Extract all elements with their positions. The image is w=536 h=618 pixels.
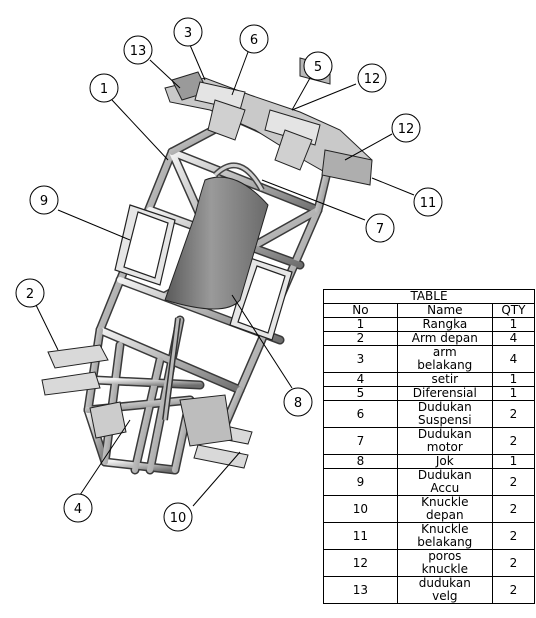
callout-6: 6 xyxy=(239,24,269,54)
cell-no: 5 xyxy=(323,386,398,401)
cell-qty: 4 xyxy=(491,331,536,346)
cell-no: 1 xyxy=(323,317,398,332)
callout-2: 2 xyxy=(15,278,45,308)
callout-8-label: 8 xyxy=(294,396,302,411)
cell-no: 3 xyxy=(323,345,398,373)
cell-qty: 4 xyxy=(491,345,536,373)
steering-column xyxy=(162,317,181,421)
cell-no: 7 xyxy=(323,427,398,455)
cell-qty: 1 xyxy=(491,386,536,401)
callout-5-label: 5 xyxy=(314,60,322,75)
callout-3: 3 xyxy=(173,17,203,47)
callout-5: 5 xyxy=(303,51,333,81)
cell-qty: 2 xyxy=(491,549,536,577)
cell-no: 4 xyxy=(323,372,398,387)
cell-name: Diferensial xyxy=(396,386,493,401)
cell-name: Arm depan xyxy=(396,331,493,346)
callout-11: 11 xyxy=(413,187,443,217)
cell-no: 13 xyxy=(323,576,398,604)
header-qty: QTY xyxy=(491,303,536,318)
callout-10: 10 xyxy=(163,502,193,532)
callouts: 1 2 3 4 5 6 7 8 9 10 11 12 12 13 xyxy=(15,17,443,532)
callout-12-lower: 12 xyxy=(391,113,421,143)
callout-9-label: 9 xyxy=(40,194,48,209)
callout-7-label: 7 xyxy=(376,222,384,237)
header-no: No xyxy=(323,303,398,318)
cell-qty: 2 xyxy=(491,522,536,550)
header-name: Name xyxy=(396,303,493,318)
cell-qty: 2 xyxy=(491,400,536,428)
cell-name: arm belakang xyxy=(396,345,493,373)
cell-name: Dudukan motor xyxy=(396,427,493,455)
cell-qty: 1 xyxy=(491,372,536,387)
callout-11-label: 11 xyxy=(420,196,437,211)
callout-4-label: 4 xyxy=(74,502,82,517)
callout-7: 7 xyxy=(365,213,395,243)
cell-no: 10 xyxy=(323,495,398,523)
cell-name: Knuckle belakang xyxy=(396,522,493,550)
cell-name: dudukan velg xyxy=(396,576,493,604)
callout-12-upper: 12 xyxy=(357,63,387,93)
cell-qty: 1 xyxy=(491,454,536,469)
cell-name: Rangka xyxy=(396,317,493,332)
cell-no: 2 xyxy=(323,331,398,346)
cell-no: 9 xyxy=(323,468,398,496)
cell-qty: 2 xyxy=(491,576,536,604)
cell-qty: 2 xyxy=(491,468,536,496)
callout-13-label: 13 xyxy=(130,44,147,59)
cell-qty: 2 xyxy=(491,495,536,523)
callout-3-label: 3 xyxy=(184,26,192,41)
callout-13: 13 xyxy=(123,35,153,65)
cell-name: Dudukan Suspensi xyxy=(396,400,493,428)
cell-no: 8 xyxy=(323,454,398,469)
cell-no: 6 xyxy=(323,400,398,428)
callout-4: 4 xyxy=(63,493,93,523)
callout-1-label: 1 xyxy=(100,82,108,97)
callout-9: 9 xyxy=(29,185,59,215)
callout-12-lower-label: 12 xyxy=(398,122,415,137)
cell-name: Knuckle depan xyxy=(396,495,493,523)
callout-2-label: 2 xyxy=(26,287,34,302)
rear-knuckles xyxy=(89,394,233,447)
cell-no: 11 xyxy=(323,522,398,550)
cell-name: setir xyxy=(396,372,493,387)
cell-qty: 1 xyxy=(491,317,536,332)
table-title: TABLE xyxy=(323,289,535,304)
cell-qty: 2 xyxy=(491,427,536,455)
callout-8: 8 xyxy=(283,387,313,417)
callout-1: 1 xyxy=(89,73,119,103)
cell-no: 12 xyxy=(323,549,398,577)
cell-name: Jok xyxy=(396,454,493,469)
callout-10-label: 10 xyxy=(170,511,187,526)
callout-6-label: 6 xyxy=(250,33,258,48)
cell-name: poros knuckle xyxy=(396,549,493,577)
seat xyxy=(164,162,269,310)
callout-12-upper-label: 12 xyxy=(364,72,381,87)
cell-name: Dudukan Accu xyxy=(396,468,493,496)
